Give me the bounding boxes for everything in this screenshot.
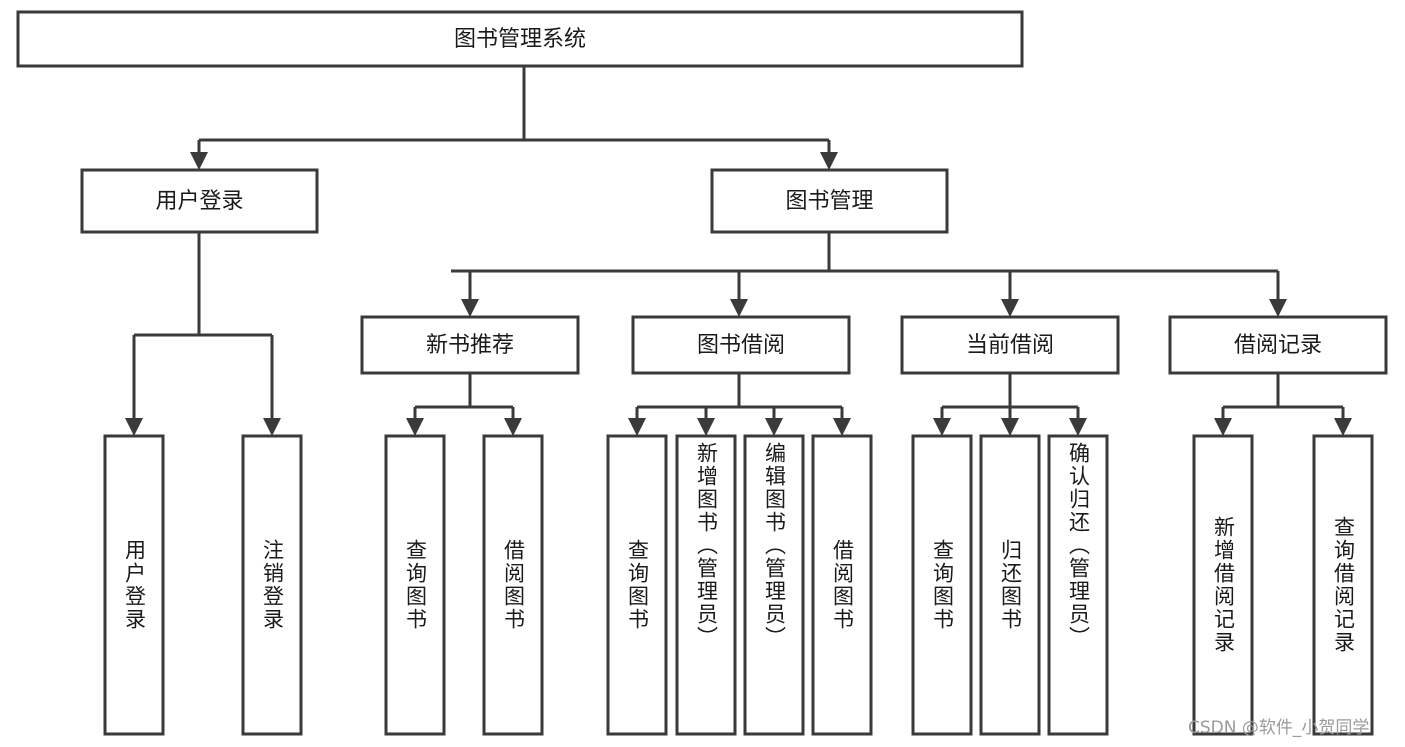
login-leaf-arrow-0-head [125,418,143,436]
group-3-leaf-arrow-1-head [1334,418,1352,436]
leaf-box-1[interactable] [241,434,303,736]
node-box-root[interactable] [16,10,1024,68]
leaf-box-7[interactable] [811,434,873,736]
group-1-leaf-arrow-0-head [628,418,646,436]
leaf-box-2[interactable] [384,434,446,736]
leaf-box-4[interactable] [606,434,668,736]
group-3-leaf-arrow-0-head [1214,418,1232,436]
node-label-root: 图书管理系统 [454,27,586,52]
level3-arrow-1-head [730,299,748,317]
node-box-level2-0[interactable] [80,168,319,234]
group-2-leaf-arrow-1-head [1001,418,1019,436]
node-label-level2-0: 用户登录 [155,189,243,214]
node-box-level3-3[interactable] [1168,315,1388,375]
leaf-box-10[interactable] [1047,434,1109,736]
level3-arrow-2-head [1001,299,1019,317]
node-label-level3-0: 新书推荐 [426,333,514,358]
group-2-leaf-arrow-2-head [1069,418,1087,436]
group-1-leaf-arrow-1-head [697,418,715,436]
level2-arrow-1-head [820,152,838,170]
level2-arrow-0-head [190,152,208,170]
leaf-box-0[interactable] [103,434,165,736]
node-label-level3-3: 借阅记录 [1234,333,1322,358]
leaf-box-3[interactable] [482,434,544,736]
level3-arrow-3-head [1269,299,1287,317]
node-box-level2-1[interactable] [710,168,949,234]
node-label-level2-1: 图书管理 [785,189,873,214]
node-label-level3-2: 当前借阅 [966,333,1054,358]
leaf-box-11[interactable] [1192,434,1254,736]
node-box-level3-1[interactable] [631,315,851,375]
connectors-layer [125,66,1352,436]
group-0-leaf-arrow-1-head [504,418,522,436]
group-1-leaf-arrow-2-head [765,418,783,436]
group-1-leaf-arrow-3-head [833,418,851,436]
leaf-box-8[interactable] [911,434,973,736]
level3-arrow-0-head [461,299,479,317]
leaf-box-5[interactable] [675,434,737,736]
leaf-box-9[interactable] [979,434,1041,736]
leaf-box-12[interactable] [1312,434,1374,736]
login-leaf-arrow-1-head [263,418,281,436]
node-label-level3-1: 图书借阅 [697,333,785,358]
leaf-box-6[interactable] [743,434,805,736]
group-0-leaf-arrow-0-head [406,418,424,436]
group-2-leaf-arrow-0-head [933,418,951,436]
node-box-level3-2[interactable] [900,315,1120,375]
node-box-level3-0[interactable] [360,315,580,375]
